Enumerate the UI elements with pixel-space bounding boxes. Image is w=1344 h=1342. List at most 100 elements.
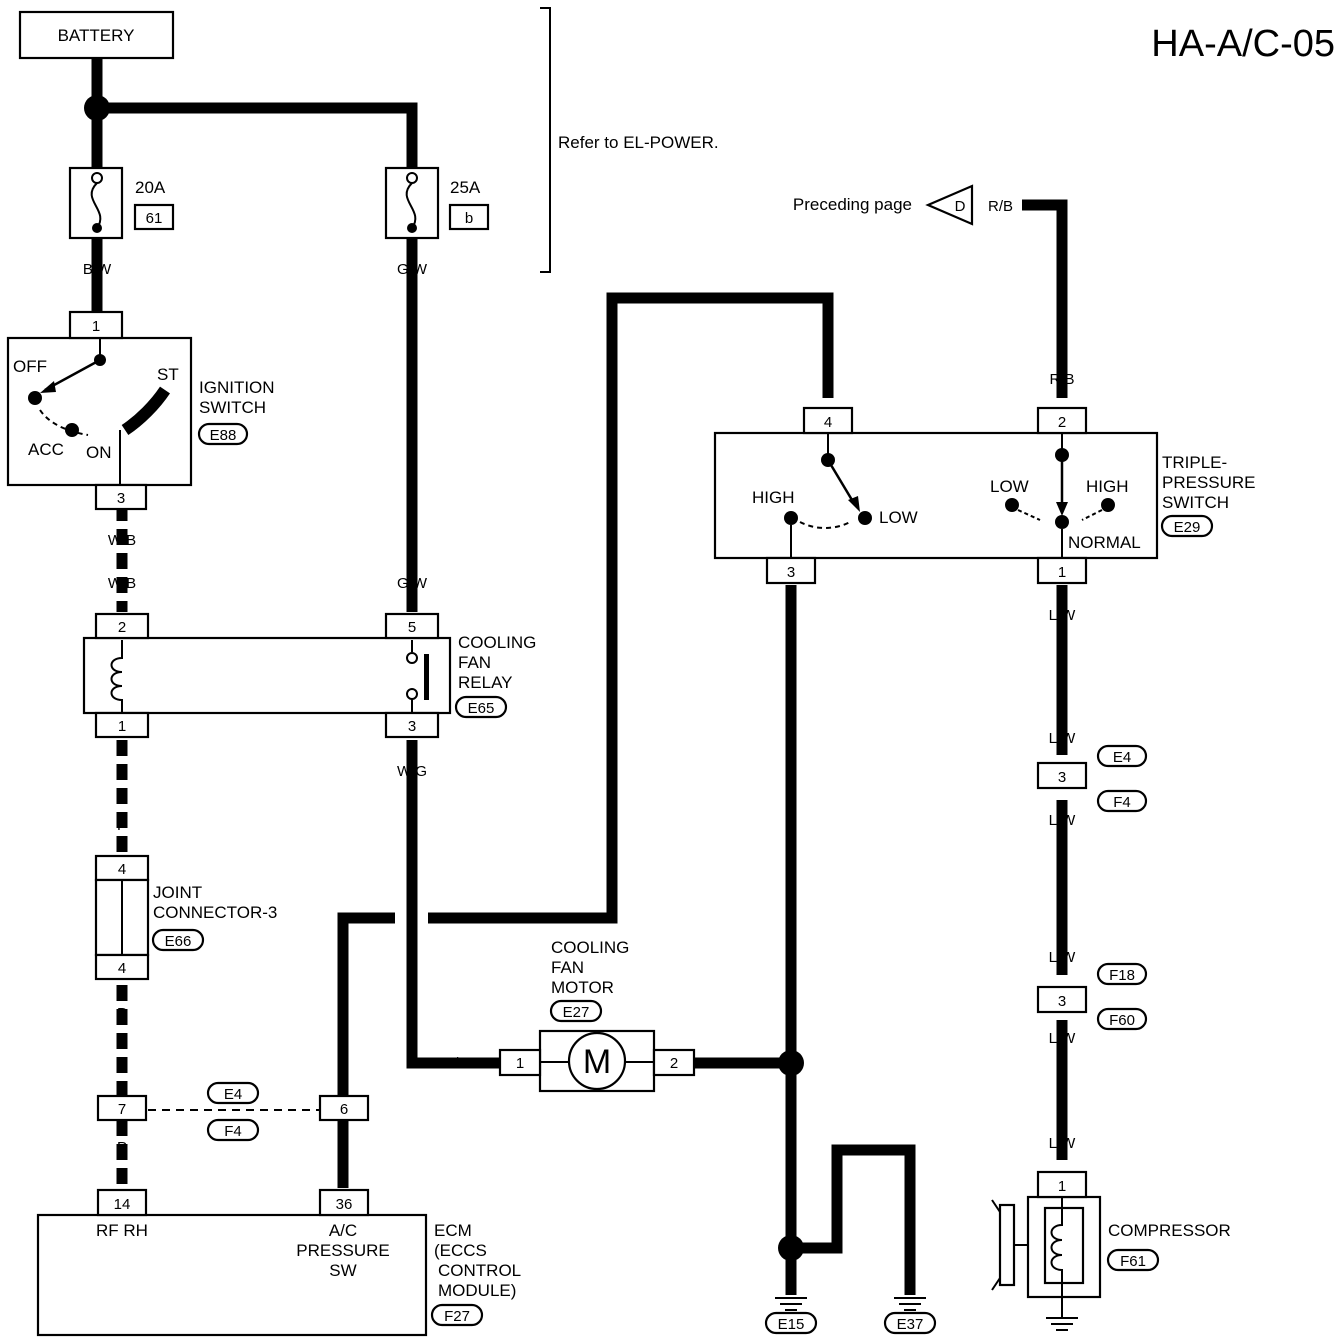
fuse1-wire: B/W	[83, 261, 112, 278]
f18-pin: 3	[1058, 993, 1066, 1010]
fuse1-rating: 20A	[135, 178, 166, 197]
joint-wire-bot: P	[117, 1005, 127, 1022]
ground-wire-3: B	[905, 1185, 915, 1202]
comp-wire: L/W	[1049, 1135, 1077, 1152]
motor-pin-l: 1	[516, 1055, 524, 1072]
relay-pin-tl: 2	[118, 619, 126, 636]
inline-connector-e4-right: L/W 3 L/W E4 F4	[1036, 730, 1148, 829]
motor-name2: FAN	[551, 958, 584, 977]
ecm-pin-ac: 36	[336, 1196, 353, 1213]
e4-conn-bot: F4	[224, 1123, 242, 1140]
tps-wire-p: P	[823, 371, 833, 388]
f18-conn-bot: F60	[1109, 1012, 1135, 1029]
e4-wire-r-bot: P	[338, 1139, 348, 1156]
joint-pin-bot: 4	[118, 960, 126, 977]
motor-wire-r: B	[714, 1055, 724, 1072]
splice-ground	[778, 1235, 804, 1261]
fuse1-id: 61	[146, 210, 163, 227]
joint-name1: JOINT	[153, 883, 202, 902]
compressor: L/W 1 COMPRESSOR F61	[991, 1135, 1231, 1331]
tps-pin4: 4	[824, 414, 832, 431]
joint-pin-top: 4	[118, 861, 126, 878]
comp-conn: F61	[1120, 1253, 1146, 1270]
tps-pin2: 2	[1058, 414, 1066, 431]
relay-wire-bl: P	[117, 763, 127, 780]
tps-low2: LOW	[990, 477, 1029, 496]
preceding-wire: R/B	[988, 198, 1013, 215]
preceding-letter: D	[955, 198, 966, 215]
e4-wire-l-top: P	[117, 1059, 127, 1076]
e4-wire-l-bot: P	[117, 1139, 127, 1156]
tps-pin1: 1	[1058, 564, 1066, 581]
ground-e37: E37	[897, 1316, 924, 1333]
wires	[91, 58, 1068, 1295]
f4-conn-bot: F4	[1113, 794, 1131, 811]
tps-pin3: 3	[787, 564, 795, 581]
ign-st: ST	[157, 365, 179, 384]
tps-wire-rb: R/B	[1049, 371, 1074, 388]
f4-wire-bot: L/W	[1049, 812, 1077, 829]
f18-conn-top: F18	[1109, 967, 1135, 984]
joint-conn: E66	[165, 933, 192, 950]
relay-name2: FAN	[458, 653, 491, 672]
inline-connector-f18: L/W 3 L/W F18 F60	[1036, 949, 1148, 1047]
fuse-20a: 20A 61 B/W	[68, 166, 175, 278]
relay-name3: RELAY	[458, 673, 513, 692]
tps-wire-b: B	[786, 607, 796, 624]
relay-wire-tr: G/W	[397, 575, 428, 592]
ecm-name3: CONTROL	[438, 1261, 521, 1280]
fuse2-id: b	[465, 210, 473, 227]
grounds: B B B E15 E37	[764, 1185, 937, 1335]
ign-on: ON	[86, 443, 112, 462]
ecm-ac1: A/C	[329, 1221, 357, 1240]
tps-name1: TRIPLE-	[1162, 453, 1227, 472]
f4-pin: 3	[1058, 769, 1066, 786]
motor-name3: MOTOR	[551, 978, 614, 997]
cooling-fan-motor: COOLING FAN MOTOR E27 1 2 M W/G B	[440, 938, 724, 1093]
tps-low: LOW	[879, 508, 918, 527]
relay-wire-br: W/G	[397, 763, 427, 780]
comp-name: COMPRESSOR	[1108, 1221, 1231, 1240]
ground-e15: E15	[778, 1316, 805, 1333]
ecm-conn: F27	[444, 1308, 470, 1325]
splice-motor-ground	[778, 1050, 804, 1076]
f4-wire-top: L/W	[1049, 730, 1077, 747]
ign-wire: W/B	[108, 532, 136, 549]
ign-off: OFF	[13, 357, 47, 376]
relay-conn: E65	[468, 700, 495, 717]
joint-wire-top: P	[117, 817, 127, 834]
preceding-page-arrow: Preceding page D R/B	[793, 184, 1013, 226]
refer-bracket	[540, 7, 551, 273]
ign-pin-bot: 3	[117, 490, 125, 507]
motor-wire-l: W/G	[440, 1055, 470, 1072]
ecm-ac2: PRESSURE	[296, 1241, 390, 1260]
comp-pin: 1	[1058, 1178, 1066, 1195]
ecm: 14 36 RF RH A/C PRESSURE SW ECM (ECCS CO…	[36, 1188, 521, 1337]
battery-label: BATTERY	[58, 26, 135, 45]
tps-conn: E29	[1174, 519, 1201, 536]
joint-connector-3: P 4 4 JOINT CONNECTOR-3 E66 P	[94, 817, 277, 1022]
splice-battery	[84, 95, 110, 121]
relay-pin-br: 3	[408, 718, 416, 735]
motor-symbol: M	[583, 1043, 611, 1081]
ecm-name1: ECM	[434, 1221, 472, 1240]
ecm-label-rf: RF RH	[96, 1221, 148, 1240]
relay-pin-bl: 1	[118, 718, 126, 735]
triple-pressure-switch: P R/B 4 2 3 1 HIGH LOW LOW HIGH NOR	[713, 371, 1256, 624]
inline-connector-e4: P 7 P P 6 P E4 F4	[96, 1059, 370, 1156]
tps-normal: NORMAL	[1068, 533, 1141, 552]
ecm-name2: (ECCS	[434, 1241, 487, 1260]
ign-name2: SWITCH	[199, 398, 266, 417]
fuse-25a: 25A b G/W	[384, 166, 490, 278]
motor-conn: E27	[563, 1004, 590, 1021]
relay-pin-tr: 5	[408, 619, 416, 636]
ground-wire-2: B	[832, 1185, 842, 1202]
motor-name1: COOLING	[551, 938, 629, 957]
refer-note: Refer to EL-POWER.	[558, 133, 719, 152]
joint-name2: CONNECTOR-3	[153, 903, 277, 922]
tps-high: HIGH	[752, 488, 795, 507]
ign-name1: IGNITION	[199, 378, 275, 397]
tps-high2: HIGH	[1086, 477, 1129, 496]
ign-acc: ACC	[28, 440, 64, 459]
tps-name3: SWITCH	[1162, 493, 1229, 512]
